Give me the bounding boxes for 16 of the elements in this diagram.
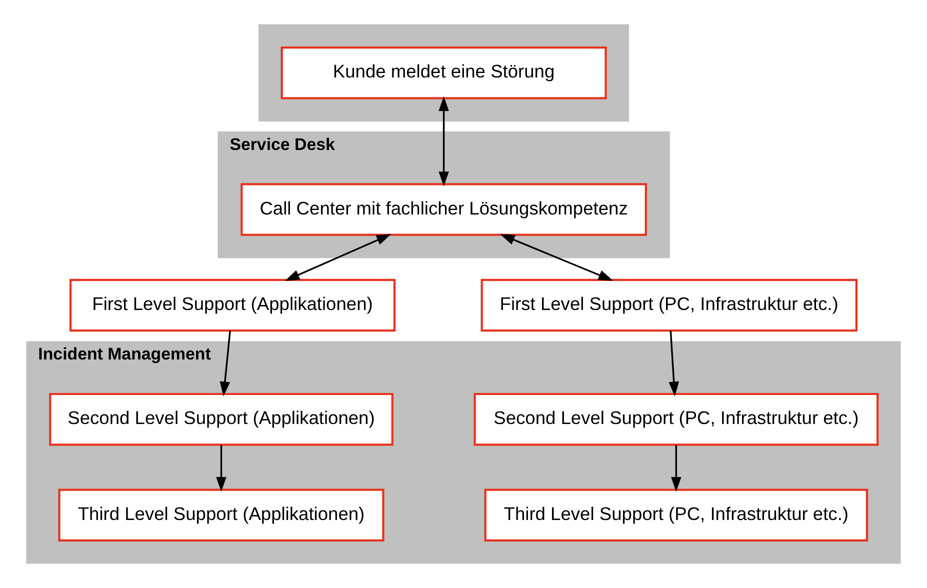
node-box: First Level Support (PC, Infrastruktur etc.) — [480, 278, 858, 332]
arrow — [500, 234, 614, 281]
arrow — [671, 445, 682, 492]
arrow — [216, 445, 226, 492]
node-box: Kunde meldet eine Störung — [280, 46, 607, 100]
node-box: Call Center mit fachlicher Lösungskompetenz — [240, 183, 647, 236]
node-box: First Level Support (Applikationen) — [70, 278, 396, 332]
node-box: Second Level Support (Applikationen) — [49, 392, 394, 446]
node-box: Second Level Support (PC, Infrastruktur etc.) — [474, 392, 879, 446]
cluster — [258, 24, 629, 122]
node-box: Third Level Support (Applikationen) — [58, 488, 384, 542]
arrow — [438, 96, 449, 186]
arrow — [284, 234, 392, 281]
arrow — [220, 330, 231, 396]
arrow — [668, 330, 679, 396]
node-box: Third Level Support (PC, Infrastruktur etc.) — [484, 488, 868, 542]
